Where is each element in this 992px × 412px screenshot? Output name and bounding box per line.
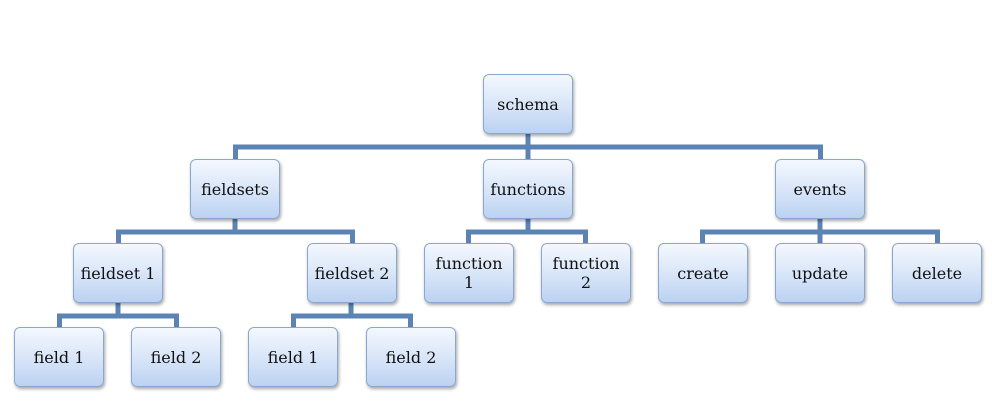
node-functions: functions xyxy=(483,159,573,219)
connector-schema-children xyxy=(233,133,823,159)
node-function-2: function 2 xyxy=(541,243,631,303)
node-events: events xyxy=(775,159,865,219)
connector-fieldset1-children xyxy=(57,302,179,327)
node-fieldset1-field-2: field 2 xyxy=(131,327,221,387)
node-fieldset-2: fieldset 2 xyxy=(307,243,397,303)
connector-fieldsets-children xyxy=(116,218,355,243)
node-fieldset-1: fieldset 1 xyxy=(73,243,163,303)
node-fieldset2-field-2: field 2 xyxy=(366,327,456,387)
node-fieldset1-field-1: field 1 xyxy=(14,327,104,387)
connector-functions-children xyxy=(466,218,588,243)
node-schema: schema xyxy=(483,74,573,134)
node-delete: delete xyxy=(892,243,982,303)
node-function-1: function 1 xyxy=(424,243,514,303)
connector-fieldset2-children xyxy=(291,302,413,327)
node-fieldset2-field-1: field 1 xyxy=(248,327,338,387)
node-fieldsets: fieldsets xyxy=(190,159,280,219)
node-update: update xyxy=(775,243,865,303)
connector-events-children xyxy=(700,218,940,243)
node-create: create xyxy=(658,243,748,303)
